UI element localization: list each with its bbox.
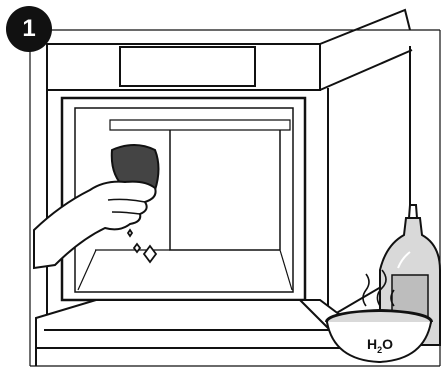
oven-door	[36, 300, 360, 366]
step-number-badge: 1	[6, 6, 52, 52]
oven-cavity-icon	[47, 10, 412, 318]
sparkle-icon	[128, 230, 156, 262]
